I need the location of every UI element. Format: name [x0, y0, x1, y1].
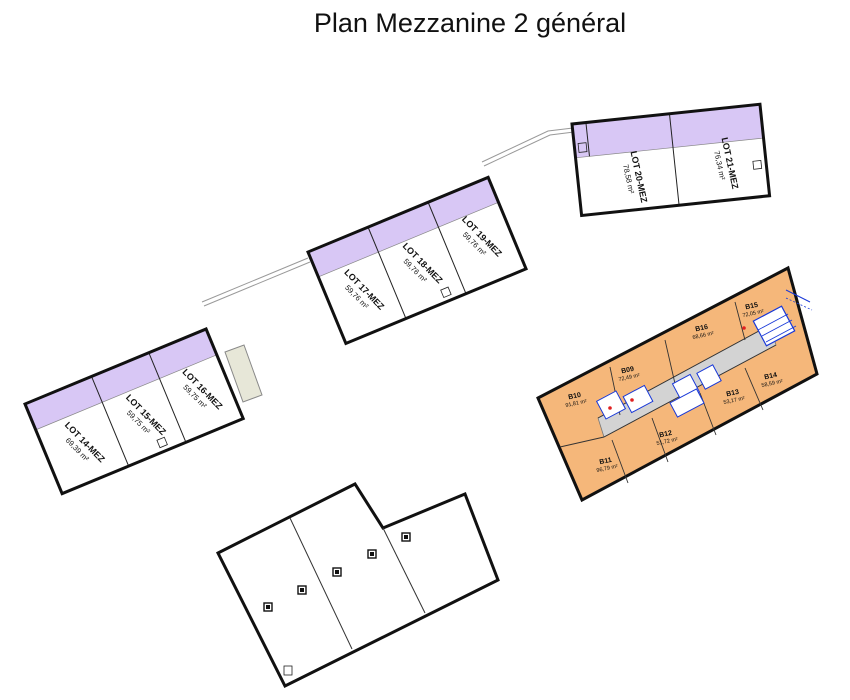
- office-block: B10 91,81 m² B09 72,49 m² B16 68,66 m² B…: [536, 265, 819, 503]
- walkway-connectors: [201, 127, 575, 307]
- mezzanine-band: [308, 177, 499, 277]
- office-area: 72,05 m²: [742, 309, 765, 319]
- office-label: B15 72,05 m²: [742, 302, 765, 319]
- office-area: 91,81 m²: [565, 399, 588, 409]
- office-label: B10 91,81 m²: [565, 392, 588, 409]
- office-label: B11 96,79 m²: [596, 457, 619, 474]
- door-symbol: [440, 286, 452, 299]
- office-area: 58,59 m²: [761, 379, 784, 389]
- office-name: B13: [726, 389, 740, 399]
- office-area: 51,72 m²: [656, 437, 679, 447]
- office-label: B12 51,72 m²: [656, 430, 679, 447]
- office-area: 96,79 m²: [596, 464, 619, 474]
- office-name: B09: [621, 366, 635, 376]
- block-south: [215, 482, 500, 689]
- door-symbol: [156, 436, 168, 449]
- office-label: B14 58,59 m²: [761, 372, 784, 389]
- fire-markers: [608, 326, 746, 410]
- stairwell: [752, 289, 813, 347]
- plan-title: Plan Mezzanine 2 général: [313, 8, 627, 38]
- block-northeast: LOT 20-MEZ 78,58 m² LOT 21-MEZ 76,34 m²: [570, 102, 772, 218]
- mezzanine-band: [25, 328, 217, 430]
- room-partitions: [289, 517, 426, 650]
- office-area: 53,17 m²: [723, 396, 746, 406]
- office-label: B13 53,17 m²: [723, 389, 746, 406]
- office-area: 72,49 m²: [618, 373, 641, 383]
- office-name: B14: [764, 372, 778, 382]
- office-name: B15: [745, 302, 759, 312]
- office-area: 68,66 m²: [692, 331, 715, 341]
- office-name: B10: [568, 392, 582, 402]
- office-label: B09 72,49 m²: [618, 366, 641, 383]
- office-name: B16: [695, 324, 709, 334]
- block-middle: LOT 17-MEZ 59,76 m² LOT 18-MEZ 59,76 m² …: [306, 175, 529, 346]
- balcony: [224, 344, 263, 403]
- door-symbol: [283, 665, 293, 676]
- office-name: B11: [599, 457, 613, 466]
- door-symbol: [752, 160, 763, 170]
- door-symbol: [577, 142, 588, 153]
- office-label: B16 68,66 m²: [692, 324, 715, 341]
- block-west: LOT 14-MEZ 69,39 m² LOT 15-MEZ 59,75 m² …: [23, 327, 246, 496]
- office-name: B12: [659, 430, 673, 440]
- mezzanine-band: [572, 104, 764, 158]
- service-core: [595, 364, 722, 420]
